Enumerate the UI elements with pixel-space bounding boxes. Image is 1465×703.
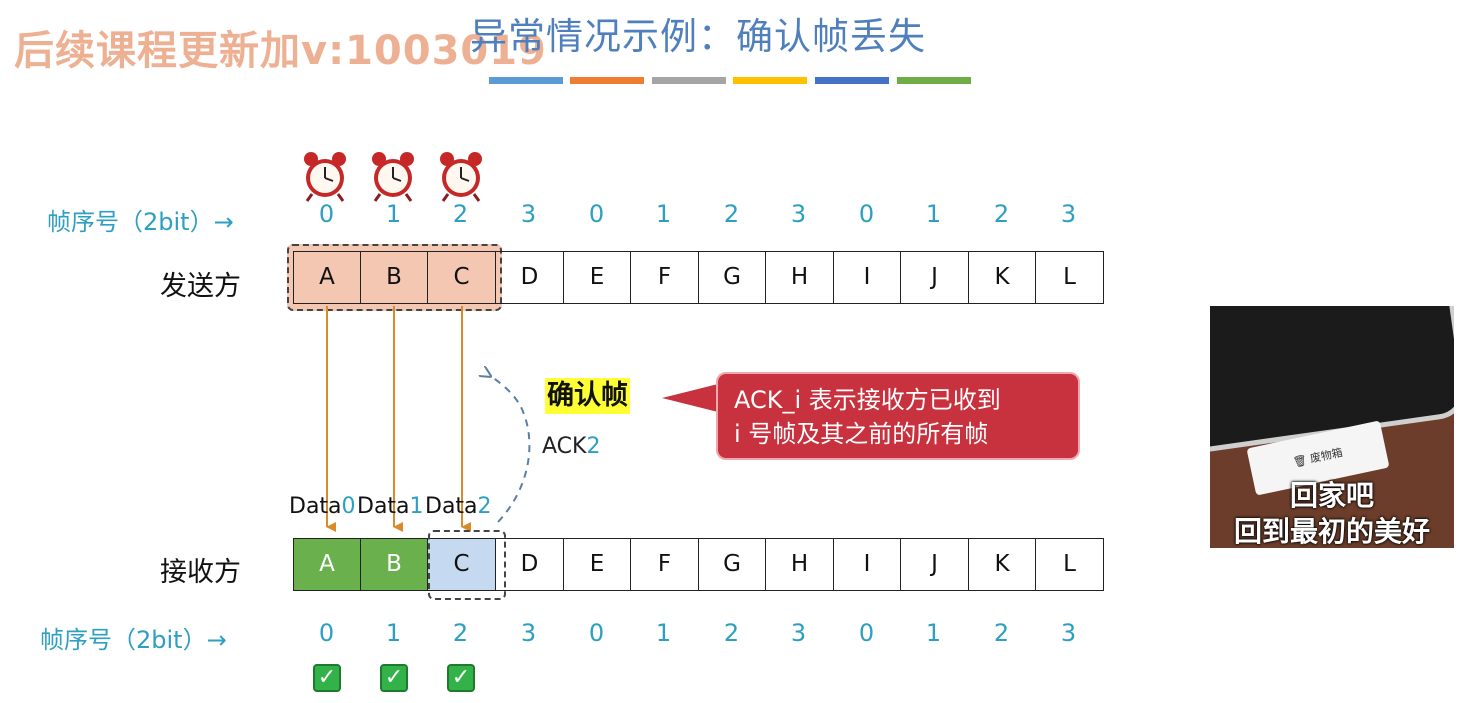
seq-number: 3 — [1060, 200, 1077, 228]
data-label-2: Data2 — [425, 494, 492, 519]
seq-number: 1 — [925, 200, 942, 228]
receiver-frame: C — [427, 538, 496, 591]
seq-number: 2 — [723, 619, 740, 647]
ack-callout: ACK_i 表示接收方已收到 i 号帧及其之前的所有帧 — [716, 372, 1080, 460]
check-icon: ✓ — [380, 664, 408, 692]
receiver-frame: A — [293, 538, 361, 591]
color-bar-2 — [570, 77, 644, 84]
watermark-text: 后续课程更新加v:1003019 — [14, 28, 547, 74]
seq-number: 2 — [452, 619, 469, 647]
check-icon: ✓ — [447, 664, 475, 692]
sender-window — [287, 244, 502, 311]
slide-title: 异常情况示例：确认帧丢失 — [470, 15, 926, 58]
receiver-seq-numbers: 0 1 2 3 0 1 2 3 0 1 2 3 — [293, 619, 1104, 651]
seq-number: 0 — [588, 619, 605, 647]
sender-seq-numbers: 0 1 2 3 0 1 2 3 0 1 2 3 — [293, 200, 1104, 232]
seq-number: 2 — [452, 200, 469, 228]
seq-number: 3 — [790, 200, 807, 228]
receiver-frame: G — [698, 538, 766, 591]
color-bar-6 — [897, 77, 971, 84]
seq-number: 1 — [655, 200, 672, 228]
receiver-label: 接收方 — [160, 557, 241, 588]
thumbnail-caption-1: 回家吧 — [1289, 479, 1374, 512]
receiver-frame: F — [630, 538, 699, 591]
sender-frame: L — [1035, 251, 1104, 304]
seq-number: 0 — [858, 200, 875, 228]
sender-label: 发送方 — [160, 271, 241, 302]
receiver-window — [428, 530, 506, 600]
data-number: 1 — [409, 494, 424, 519]
ack-label: ACK2 — [542, 434, 600, 459]
color-bar-1 — [489, 77, 563, 84]
thumbnail-caption-2: 回到最初的美好 — [1233, 515, 1430, 548]
alarm-clock-icon — [440, 152, 482, 202]
receiver-seq-label: 帧序号（2bit）→ — [40, 626, 227, 654]
color-bar-5 — [815, 77, 889, 84]
receiver-frame: E — [563, 538, 631, 591]
data-label-0: Data0 — [289, 494, 356, 519]
receiver-frame: J — [900, 538, 969, 591]
data-label-1: Data1 — [357, 494, 424, 519]
seq-number: 2 — [993, 619, 1010, 647]
data-prefix: Data — [289, 494, 342, 519]
seq-number: 3 — [1060, 619, 1077, 647]
alarm-clock-icon — [304, 152, 346, 202]
seq-number: 1 — [655, 619, 672, 647]
seq-number: 2 — [993, 200, 1010, 228]
color-bar-3 — [652, 77, 726, 84]
seq-number: 3 — [520, 619, 537, 647]
data-prefix: Data — [425, 494, 478, 519]
receiver-frame: L — [1035, 538, 1104, 591]
receiver-frame: K — [968, 538, 1036, 591]
confirm-frame-label: 确认帧 — [545, 378, 630, 414]
trash-icon: 🗑 — [1291, 453, 1309, 470]
ack-number: 2 — [586, 434, 601, 459]
seq-number: 1 — [385, 200, 402, 228]
color-bar-4 — [733, 77, 807, 84]
seq-number: 3 — [520, 200, 537, 228]
receiver-frame: I — [833, 538, 901, 591]
seq-number: 2 — [723, 200, 740, 228]
callout-line-2: i 号帧及其之前的所有帧 — [734, 420, 989, 448]
receiver-frame: B — [360, 538, 428, 591]
seq-number: 0 — [318, 619, 335, 647]
ack-prefix: ACK — [542, 434, 587, 459]
data-prefix: Data — [357, 494, 410, 519]
data-number: 0 — [341, 494, 356, 519]
receiver-frame-row: A B C D E F G H I J K L — [293, 538, 1104, 591]
receiver-frame: H — [765, 538, 834, 591]
seq-number: 0 — [858, 619, 875, 647]
alarm-clock-icon — [372, 152, 414, 202]
sender-seq-label: 帧序号（2bit）→ — [47, 208, 234, 236]
seq-number: 1 — [385, 619, 402, 647]
seq-number: 0 — [588, 200, 605, 228]
seq-number: 0 — [318, 200, 335, 228]
check-icon: ✓ — [313, 664, 341, 692]
callout-pointer — [662, 384, 718, 412]
thumbnail-sign-text: 废物箱 — [1308, 445, 1344, 466]
data-number: 2 — [477, 494, 492, 519]
ack-arrow — [490, 376, 531, 523]
video-thumbnail: 🗑 废物箱 回家吧 回到最初的美好 — [1210, 306, 1454, 548]
callout-line-1: ACK_i 表示接收方已收到 — [734, 386, 1001, 414]
seq-number: 3 — [790, 619, 807, 647]
sender-frame-row: A B C D E F G H I J K L — [293, 251, 1104, 304]
seq-number: 1 — [925, 619, 942, 647]
